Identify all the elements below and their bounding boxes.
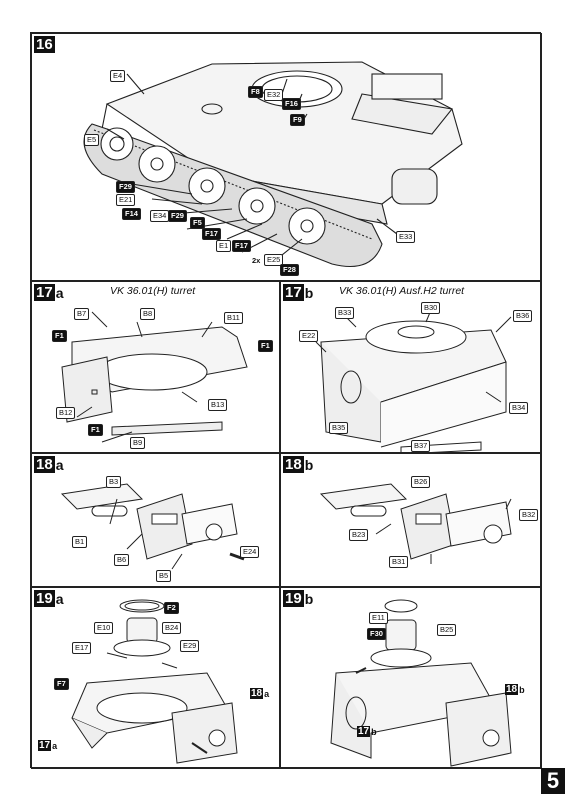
- part-label: B13: [208, 399, 228, 411]
- part-label: B31: [389, 556, 409, 568]
- part-label: E25: [264, 254, 284, 266]
- turret-final-drawing-b: [330, 599, 512, 767]
- panel-title: VK 36.01(H) Ausf.H2 turret: [339, 285, 465, 297]
- part-label: F1: [52, 330, 67, 342]
- part-label: F30: [367, 628, 386, 640]
- part-label: F1: [258, 340, 273, 352]
- part-label: F9: [290, 114, 305, 126]
- part-label: B37: [411, 440, 431, 452]
- hull-assembly-drawing: [83, 61, 463, 268]
- part-label: F17: [202, 228, 221, 240]
- step-suffix: a: [55, 284, 64, 301]
- quantity-multiplier: 2x: [252, 256, 261, 265]
- part-label: F28: [280, 264, 299, 276]
- part-label: E17: [72, 642, 92, 654]
- part-label: B34: [509, 402, 529, 414]
- step-suffix: b: [304, 284, 314, 301]
- part-label: B6: [114, 554, 130, 566]
- part-label: B36: [513, 310, 533, 322]
- part-label: E11: [369, 612, 388, 624]
- step-suffix: a: [55, 590, 64, 607]
- part-label: E32: [264, 89, 284, 101]
- step-number: 19: [34, 590, 55, 607]
- part-label: E29: [180, 640, 200, 652]
- gun-assembly-drawing-a: [60, 483, 245, 570]
- part-label: E21: [116, 194, 136, 206]
- part-label: F14: [122, 208, 141, 220]
- step-number: 17: [34, 284, 55, 301]
- part-label: B33: [335, 307, 355, 319]
- part-label: B7: [74, 308, 90, 320]
- part-label: F7: [54, 678, 69, 690]
- part-label: B9: [130, 437, 146, 449]
- part-label: B26: [411, 476, 431, 488]
- turret-final-drawing-a: [71, 599, 238, 764]
- part-label: B12: [56, 407, 76, 419]
- part-label: F1: [88, 424, 103, 436]
- part-label: B1: [72, 536, 88, 548]
- part-label: F8: [248, 86, 263, 98]
- step-suffix: a: [55, 456, 64, 473]
- part-label: E34: [150, 210, 170, 222]
- part-label: F29: [168, 210, 187, 222]
- step-16-badge: 16: [34, 36, 55, 53]
- page-number: 5: [541, 768, 565, 794]
- part-label: E33: [396, 231, 416, 243]
- part-label: E5: [84, 134, 100, 146]
- part-label: B5: [156, 570, 172, 582]
- part-label: B11: [224, 312, 243, 324]
- step-number: 17: [283, 284, 304, 301]
- part-label: E22: [299, 330, 319, 342]
- part-label: E10: [94, 622, 114, 634]
- part-label: B23: [349, 529, 369, 541]
- part-label: E1: [216, 240, 232, 252]
- part-label: E24: [240, 546, 260, 558]
- part-label: F2: [164, 602, 179, 614]
- step-number: 19: [283, 590, 304, 607]
- turret-assembly-drawing: [61, 311, 248, 443]
- part-label: F16: [282, 98, 301, 110]
- step-16-panel: 16: [31, 33, 542, 281]
- part-label: B30: [421, 302, 441, 314]
- panel-title: VK 36.01(H) turret: [110, 285, 196, 297]
- part-label: B3: [106, 476, 122, 488]
- part-label: B32: [519, 509, 539, 521]
- part-label: B25: [437, 624, 457, 636]
- step-number: 16: [34, 36, 55, 53]
- part-label: F17: [232, 240, 251, 252]
- part-label: B35: [329, 422, 349, 434]
- step-suffix: b: [304, 590, 314, 607]
- part-label: F29: [116, 181, 135, 193]
- turret-h2-assembly-drawing: [315, 309, 512, 452]
- step-number: 18: [34, 456, 55, 473]
- part-label: B24: [162, 622, 182, 634]
- part-label: E4: [110, 70, 126, 82]
- instruction-page-frame: 16: [30, 32, 542, 769]
- step-number: 18: [283, 456, 304, 473]
- part-label: F5: [190, 217, 205, 229]
- gun-assembly-drawing-b: [319, 483, 512, 564]
- step-suffix: b: [304, 456, 314, 473]
- part-label: B8: [140, 308, 156, 320]
